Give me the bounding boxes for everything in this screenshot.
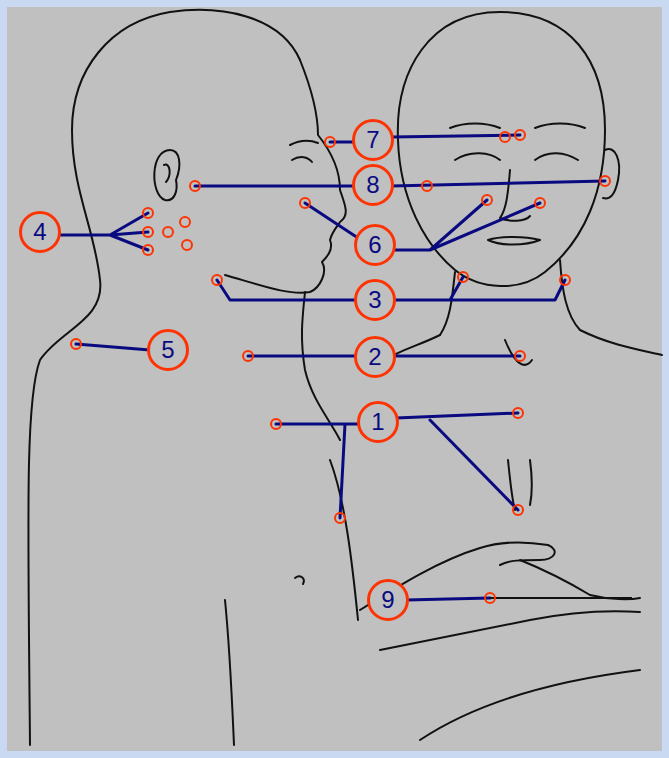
callout-circle: 6: [354, 224, 396, 266]
node-markers: [71, 130, 610, 603]
callout-number: 6: [368, 233, 381, 257]
callout-circle: 2: [354, 336, 396, 378]
callout-number: 7: [366, 128, 379, 152]
callout-circle: 1: [357, 401, 399, 443]
callout-number: 4: [33, 220, 46, 244]
callout-number: 2: [368, 345, 381, 369]
leader-line: [490, 597, 632, 599]
callout-circle: 5: [147, 329, 189, 371]
leader-lines: [58, 135, 605, 600]
callout-circle: 9: [367, 579, 409, 621]
callout-circle: 8: [352, 164, 394, 206]
callout-number: 5: [161, 338, 174, 362]
callout-circle: 7: [352, 119, 394, 161]
callout-circle: 3: [354, 279, 396, 321]
callout-number: 3: [368, 288, 381, 312]
callout-circle: 4: [19, 211, 61, 253]
callout-number: 9: [381, 588, 394, 612]
background-panel: [7, 7, 662, 751]
callout-number: 8: [366, 173, 379, 197]
figure-outline: [28, 10, 662, 745]
callout-number: 1: [371, 410, 384, 434]
